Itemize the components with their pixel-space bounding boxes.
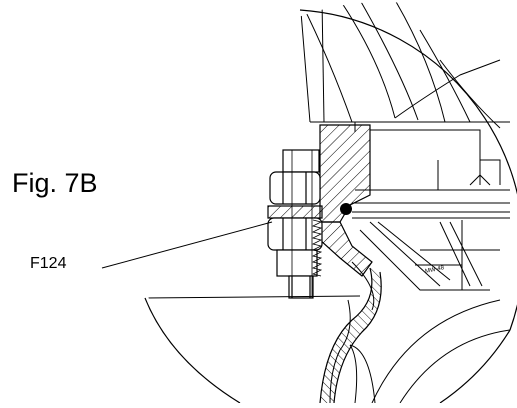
leader-line-f124 — [101, 221, 273, 269]
strut-frame — [359, 220, 500, 291]
reference-label-f124: F124 — [30, 255, 67, 272]
figure-title: Fig. 7B — [12, 168, 98, 198]
part-marking-text: MW-48 — [425, 265, 446, 275]
main-flange-section — [319, 124, 373, 277]
support-plate — [352, 129, 510, 219]
bolt-assembly — [267, 149, 323, 299]
upper-housing — [299, 2, 510, 132]
detail-circle-boundary — [144, 9, 517, 404]
o-ring-seal — [340, 203, 352, 215]
part-marking: MW-48 — [425, 265, 446, 275]
lower-shell-profile — [144, 261, 511, 404]
